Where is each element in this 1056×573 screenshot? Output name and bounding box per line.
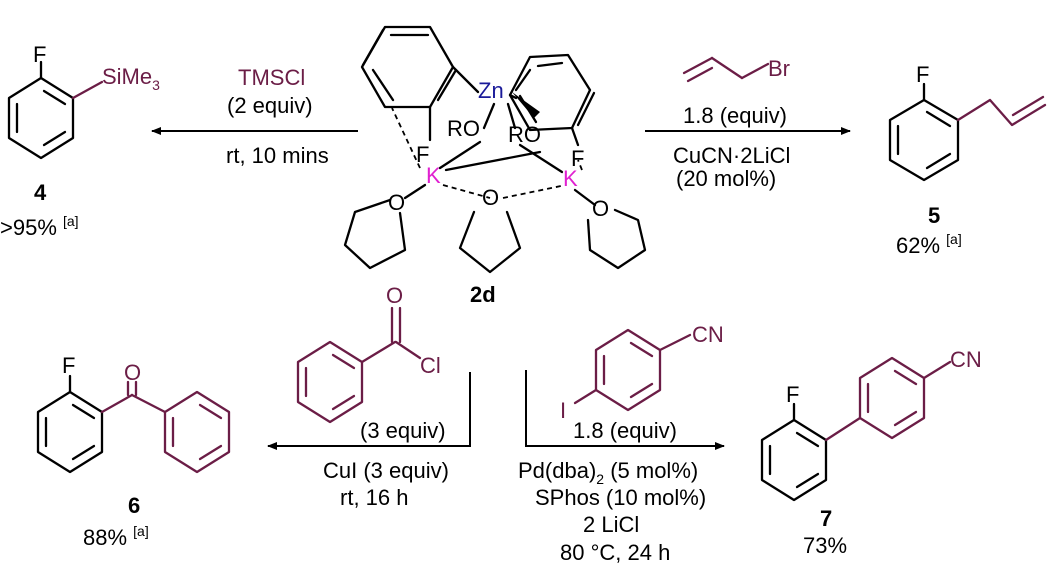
product-6-fluorine: F <box>62 353 75 378</box>
compound-number-4: 4 <box>34 180 47 205</box>
right-aryl-ring <box>508 53 596 147</box>
conditions-5-loading: (20 mol%) <box>676 166 776 191</box>
atom-zn: Zn <box>478 78 504 103</box>
conditions-7-catalyst: Pd(dba)2 (5 mol%) <box>518 458 698 487</box>
reagent-bromine: Br <box>768 56 790 81</box>
benzoyl-chloride-reagent: O Cl <box>296 283 441 424</box>
thf-right <box>573 188 647 270</box>
iodobenzonitrile-reagent: CN I <box>560 322 724 423</box>
reagent-7-iodine: I <box>560 398 566 423</box>
reagent-7-equiv: 1.8 (equiv) <box>573 418 677 443</box>
alkoxide-ro-right: RO <box>508 122 541 147</box>
zincate-complex-2d: F F Zn RO RO K K <box>343 25 647 307</box>
conditions-6-time: rt, 16 h <box>340 485 408 510</box>
compound-number-6: 6 <box>128 493 140 518</box>
wedge-bond <box>512 92 540 118</box>
yield-5: 62% [a] <box>896 231 962 258</box>
yield-4: >95% [a] <box>0 213 79 240</box>
conditions-7-additive: 2 LiCl <box>583 512 639 537</box>
product-4: F SiMe3 4 >95% [a] <box>0 42 160 240</box>
product-6-oxygen: O <box>124 360 141 385</box>
reagent-6-oxygen: O <box>386 283 403 308</box>
alkoxide-ro-left: RO <box>447 116 480 141</box>
atom-k-left: K <box>426 163 441 188</box>
yield-6: 88% [a] <box>83 523 149 550</box>
atom-f-right: F <box>571 146 584 171</box>
thf-left <box>343 183 427 270</box>
reagent-5-equiv: 1.8 (equiv) <box>683 103 787 128</box>
product-7-fluorine: F <box>786 382 799 407</box>
product-5-fluorine: F <box>916 62 929 87</box>
product-7: F CN 7 73% <box>760 347 982 558</box>
reagent-4-equiv: (2 equiv) <box>227 93 313 118</box>
conditions-5-catalyst: CuCN·2LiCl <box>673 143 790 168</box>
product-7-nitrile: CN <box>950 347 982 372</box>
atom-k-right: K <box>563 166 578 191</box>
reagent-7-nitrile: CN <box>692 322 724 347</box>
thf-middle <box>458 210 522 274</box>
left-aryl-ring <box>360 25 480 142</box>
product-4-silyl-group: SiMe3 <box>102 64 160 93</box>
conditions-4: rt, 10 mins <box>226 143 329 168</box>
atom-o-thf-left: O <box>388 190 405 215</box>
compound-number-7: 7 <box>820 506 832 531</box>
reagent-tmscl: TMSCl <box>238 65 305 90</box>
conditions-7-ligand: SPhos (10 mol%) <box>535 485 706 510</box>
conditions-6-catalyst: CuI (3 equiv) <box>323 458 449 483</box>
reagent-6-chlorine: Cl <box>420 353 441 378</box>
atom-o-thf-middle: O <box>482 185 499 210</box>
compound-number-5: 5 <box>928 203 940 228</box>
reagent-6-equiv: (3 equiv) <box>360 418 446 443</box>
yield-7: 73% <box>803 533 847 558</box>
product-6: F O 6 88% [a] <box>36 353 231 550</box>
allyl-bromide-reagent: Br <box>682 56 790 83</box>
conditions-7-temperature: 80 °C, 24 h <box>560 540 670 565</box>
atom-f-left: F <box>416 142 429 167</box>
compound-number-2d: 2d <box>470 282 496 307</box>
product-5: F 5 62% [a] <box>888 62 1047 258</box>
product-4-fluorine: F <box>33 42 46 67</box>
arrow-to-7 <box>525 370 725 450</box>
arrow-to-6 <box>267 372 471 450</box>
atom-o-thf-right: O <box>592 196 609 221</box>
